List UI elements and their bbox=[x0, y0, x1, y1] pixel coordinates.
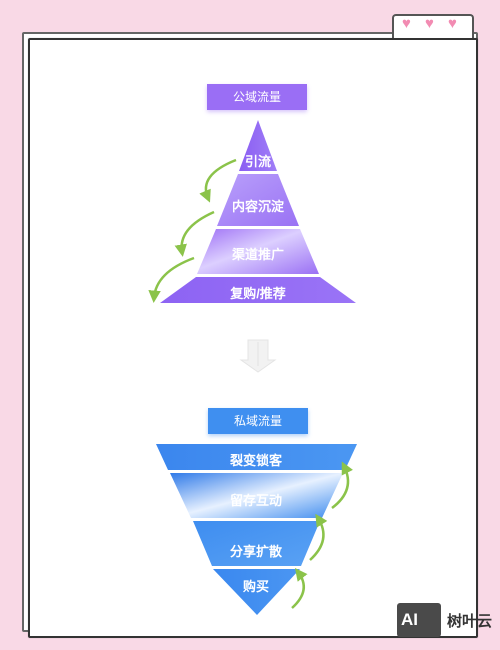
watermark: AI 树叶云 bbox=[397, 602, 492, 638]
public-stage-3-label: 渠道推广 bbox=[231, 247, 284, 262]
public-stage-1-label: 引流 bbox=[244, 154, 271, 169]
private-stage-2-shape bbox=[170, 473, 343, 518]
private-arrow-2 bbox=[309, 513, 328, 561]
public-stage-4-shape bbox=[160, 277, 356, 303]
public-stage-4-label: 复购/推荐 bbox=[230, 286, 286, 301]
frame-tab bbox=[392, 14, 474, 38]
private-arrow-3 bbox=[331, 461, 353, 509]
private-stage-4-label: 购买 bbox=[242, 579, 269, 594]
heart-icon: ♥ bbox=[425, 15, 434, 32]
down-arrow-icon bbox=[239, 339, 277, 373]
private-stage-1-shape bbox=[156, 444, 357, 470]
public-arrow-3 bbox=[148, 256, 195, 303]
public-arrow-2 bbox=[174, 210, 215, 257]
watermark-brand-text: 树叶云 bbox=[447, 612, 493, 630]
private-traffic-label: 私域流量 bbox=[208, 408, 308, 434]
private-stage-2-label: 留存互动 bbox=[229, 493, 282, 508]
private-arrow-1 bbox=[291, 568, 308, 609]
private-stage-3-shape bbox=[193, 521, 320, 566]
heart-icon: ♥ bbox=[448, 15, 457, 32]
public-stage-2-label: 内容沉淀 bbox=[231, 199, 284, 214]
private-stage-4-shape bbox=[213, 569, 300, 615]
heart-icon: ♥ bbox=[402, 15, 411, 32]
public-arrow-1 bbox=[199, 158, 237, 203]
private-stage-3-label: 分享扩散 bbox=[229, 544, 282, 559]
public-stage-2-shape bbox=[217, 174, 299, 226]
public-stage-3-shape bbox=[197, 229, 319, 274]
private-stage-1-label: 裂变锁客 bbox=[229, 453, 282, 468]
ai-logo-icon: AI bbox=[397, 603, 441, 637]
public-stage-1-shape bbox=[239, 120, 277, 171]
public-traffic-label: 公域流量 bbox=[207, 84, 307, 110]
